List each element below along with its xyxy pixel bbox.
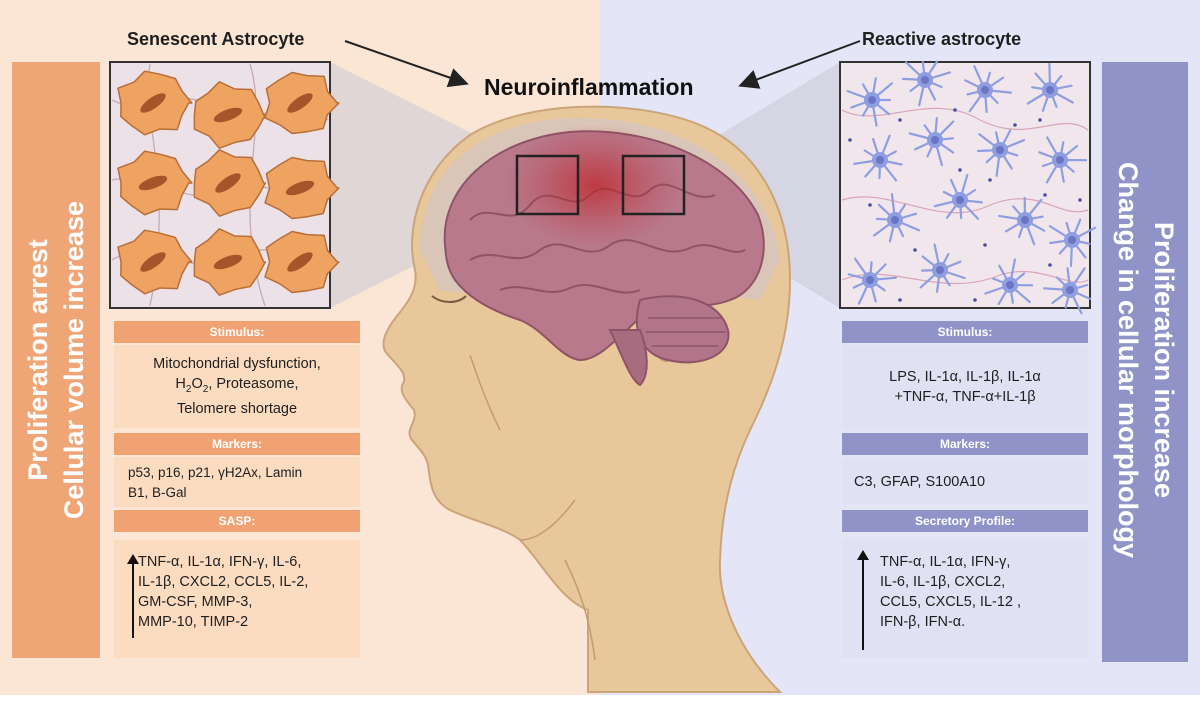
closed-eye (431, 295, 467, 303)
senescent-cells (117, 70, 340, 296)
left-stimulus-line: H2O2, Proteasome, (175, 375, 299, 395)
reactive-astrocyte-title: Reactive astrocyte (862, 29, 1022, 49)
right-markers-box: C3, GFAP, S100A10 (842, 460, 1088, 504)
right-zoom-box (621, 154, 686, 216)
senescent-astrocyte-cell (193, 81, 267, 149)
reactive-astrocyte-cell (1048, 218, 1097, 268)
reactive-astrocyte-cell (901, 60, 952, 107)
reactive-astrocyte-cell (919, 243, 966, 293)
senescent-astrocyte-cell (264, 71, 340, 135)
left-markers-line: B1, B-Gal (128, 485, 187, 500)
senescent-astrocyte-cell (264, 230, 340, 294)
senescent-astrocyte-cell (193, 149, 267, 217)
right-upregulation-arrow (857, 550, 869, 650)
reactive-cell-fibers (841, 107, 1089, 285)
senescent-astrocyte-title: Senescent Astrocyte (127, 29, 305, 49)
senescent-astrocyte-cell (117, 229, 193, 295)
left-zoom-box (515, 154, 580, 216)
reactive-astrocyte-cell (964, 65, 1013, 114)
left-markers-header: Markers: (114, 433, 360, 455)
right-secretory-header: Secretory Profile: (842, 510, 1088, 532)
reactive-astrocyte-cell (872, 193, 921, 243)
change-in-cellular-morphology-label: Change in cellular morphology (1113, 161, 1143, 559)
right-secretory-line: IFN-β, IFN-α. (880, 614, 966, 630)
left-stimulus-line: Mitochondrial dysfunction, (153, 355, 321, 372)
reactive-dot (1013, 123, 1017, 127)
reactive-dot (898, 298, 902, 302)
left-stimulus-box: Mitochondrial dysfunction, H2O2, Proteas… (114, 345, 360, 428)
left-sasp-line: TNF-α, IL-1α, IFN-γ, IL-6, (138, 554, 302, 570)
right-stimulus-header: Stimulus: (842, 321, 1088, 343)
left-sasp-box: TNF-α, IL-1α, IFN-γ, IL-6, IL-1β, CXCL2,… (114, 540, 360, 658)
arrow-reactive-to-neuro (738, 40, 861, 89)
cerebellum-folds (646, 317, 726, 347)
jaw-line (519, 499, 576, 541)
reactive-dot (1043, 193, 1047, 197)
left-sasp-line: GM-CSF, MMP-3, (138, 594, 253, 610)
right-markers-line: C3, GFAP, S100A10 (854, 474, 986, 490)
right-secretory-line: TNF-α, IL-1α, IFN-γ, (880, 554, 1011, 570)
right-side-banner (1102, 62, 1188, 662)
reactive-astrocyte-cell (908, 116, 955, 167)
reactive-dot (973, 298, 977, 302)
neuroinflammation-title: Neuroinflammation (484, 74, 694, 100)
left-sasp-line: IL-1β, CXCL2, CCL5, IL-2, (138, 574, 309, 590)
right-stimulus-line: +TNF-α, TNF-α+IL-1β (894, 388, 1036, 405)
reactive-astrocyte-cell (846, 77, 894, 127)
reactive-astrocyte-cell (998, 196, 1046, 246)
right-secretory-line: IL-6, IL-1β, CXCL2, (880, 574, 1006, 590)
brain-stem (608, 329, 648, 387)
reactive-astrocyte-cell (847, 257, 898, 305)
reactive-dot (988, 178, 992, 182)
reactive-astrocyte-cell (853, 134, 903, 182)
face-wrinkle (469, 354, 501, 431)
reactive-astrocyte-cell (976, 129, 1026, 177)
reactive-dot (983, 243, 987, 247)
senescent-astrocyte-cell (193, 228, 267, 296)
reactive-dot (953, 108, 957, 112)
left-upregulation-arrow (127, 554, 139, 638)
reactive-dot (868, 203, 872, 207)
reactive-astrocyte-cell (1042, 267, 1092, 315)
reactive-astrocyte-cell (1026, 62, 1074, 112)
arrow-senescent-to-neuro (344, 40, 469, 88)
left-sasp-line: MMP-10, TIMP-2 (138, 614, 249, 630)
left-side-banner (12, 62, 100, 658)
reactive-dot (958, 168, 962, 172)
left-sasp-header: SASP: (114, 510, 360, 532)
right-markers-header: Markers: (842, 433, 1088, 455)
proliferation-arrest-label: Proliferation arrest (23, 239, 53, 481)
neck-line (564, 559, 596, 661)
reactive-cells (846, 60, 1097, 315)
right-stimulus-box: LPS, IL-1α, IL-1β, IL-1α +TNF-α, TNF-α+I… (842, 345, 1088, 428)
senescent-astrocyte-cell (264, 156, 340, 220)
proliferation-increase-label: Proliferation increase (1149, 221, 1179, 499)
right-secretory-line: CCL5, CXCL5, IL-12 , (880, 594, 1022, 610)
right-stimulus-line: LPS, IL-1α, IL-1β, IL-1α (889, 368, 1041, 385)
left-projection-cone (330, 62, 517, 308)
left-markers-line: p53, p16, p21, γH2Ax, Lamin (128, 465, 303, 480)
reactive-dot (1038, 118, 1042, 122)
left-stimulus-header: Stimulus: (114, 321, 360, 343)
senescent-astrocyte-cell (117, 150, 193, 216)
reactive-dot (848, 138, 852, 142)
reactive-dot (1078, 198, 1082, 202)
reactive-dot (898, 118, 902, 122)
reactive-astrocyte-cell (1038, 136, 1088, 184)
left-side-banner-text: Proliferation arrest Cellular volume inc… (20, 201, 92, 519)
reactive-dot (1048, 263, 1052, 267)
bottom-strip (0, 695, 1200, 709)
senescent-astrocyte-cell (117, 70, 193, 136)
right-side-banner-text: Proliferation increase Change in cellula… (1110, 162, 1182, 558)
reactive-astrocyte-cell (933, 173, 984, 220)
left-stimulus-line: Telomere shortage (176, 401, 298, 418)
cellular-volume-increase-label: Cellular volume increase (59, 200, 89, 520)
reactive-dot (913, 248, 917, 252)
left-markers-box: p53, p16, p21, γH2Ax, Lamin B1, B-Gal (114, 457, 360, 507)
inflammation-glow (505, 123, 685, 247)
reactive-astrocyte-cell (984, 258, 1034, 305)
right-secretory-box: TNF-α, IL-1α, IFN-γ, IL-6, IL-1β, CXCL2,… (842, 540, 1088, 658)
